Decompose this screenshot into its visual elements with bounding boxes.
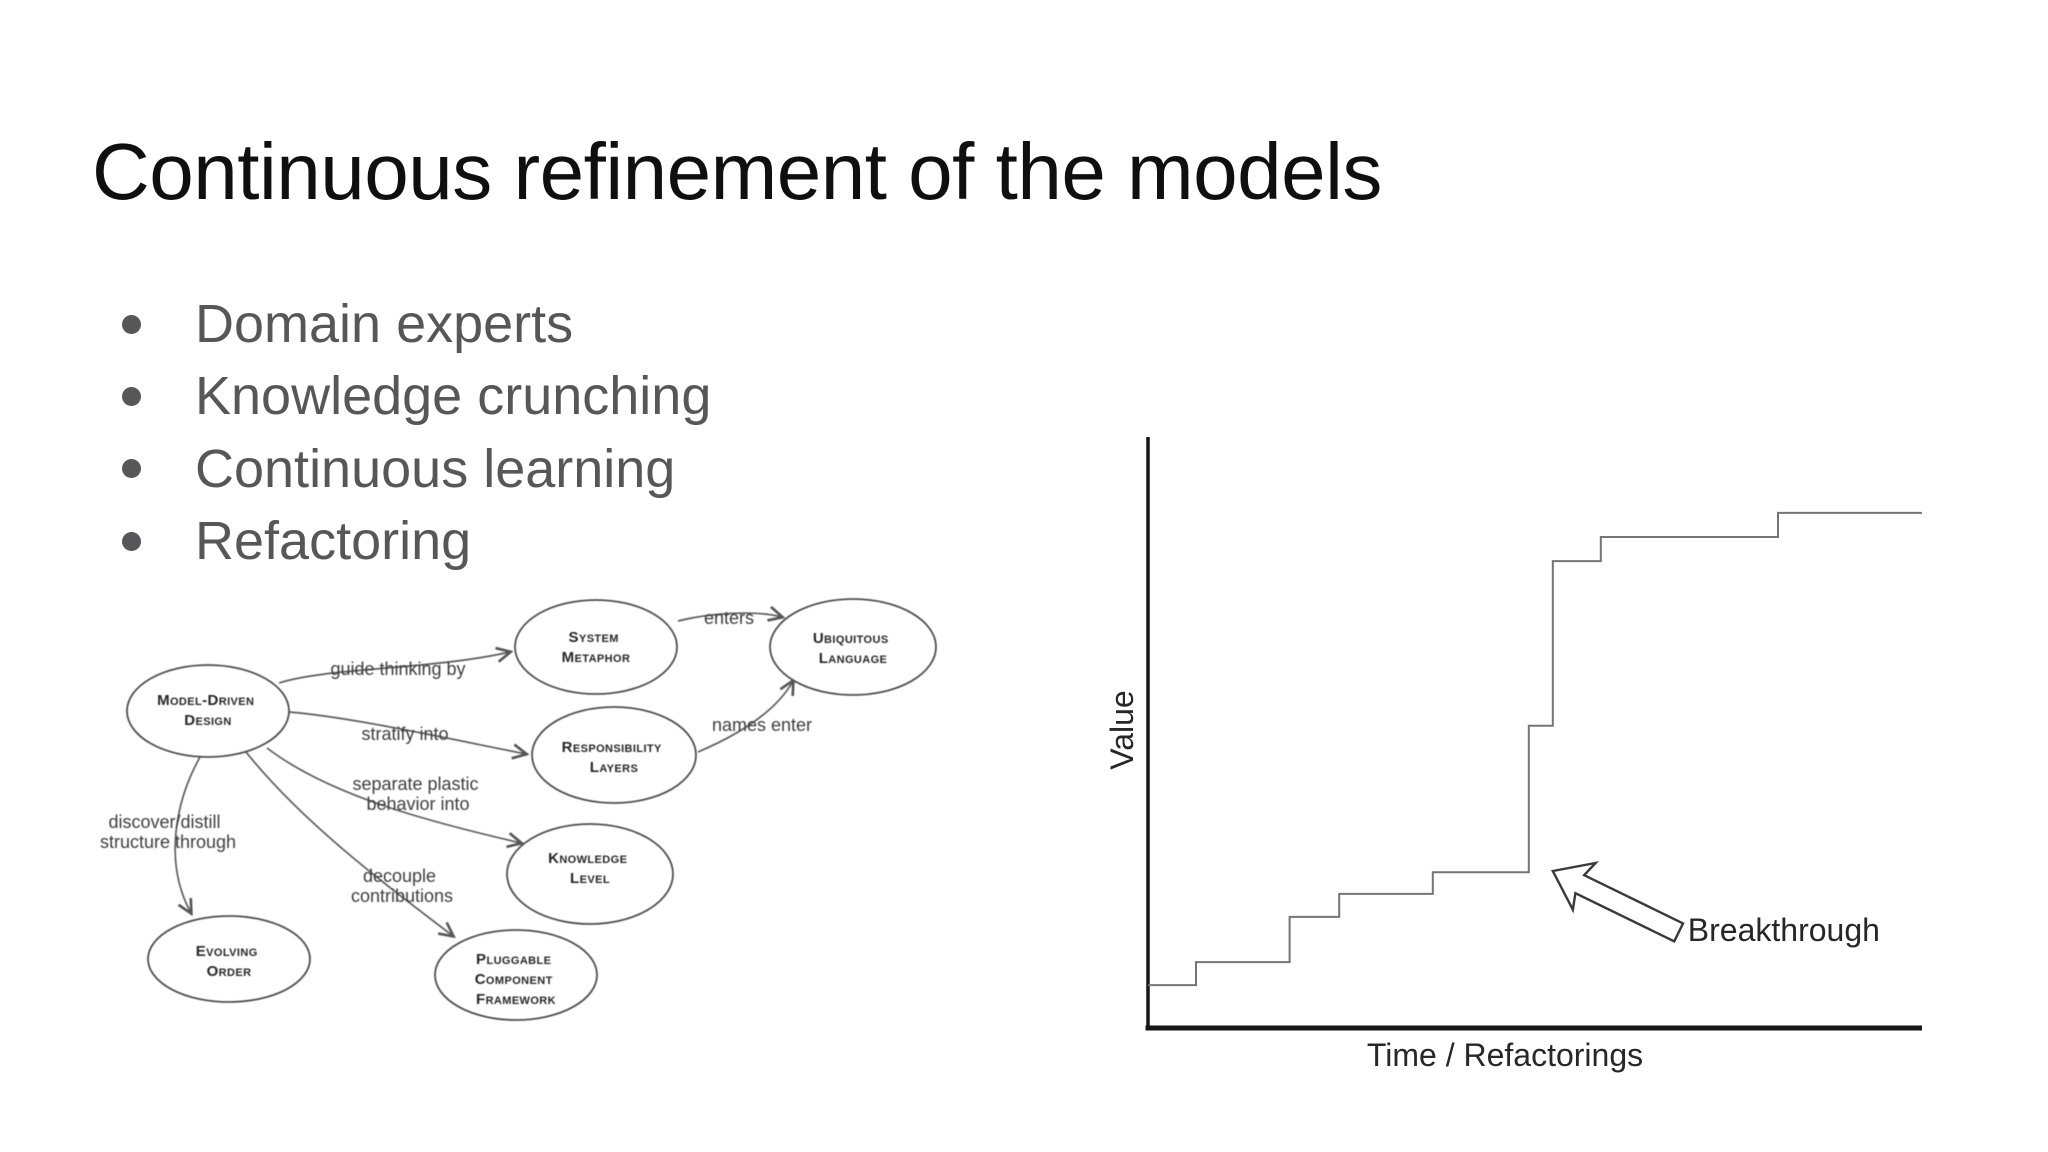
edge-guide-thinking-by xyxy=(278,652,510,684)
node-pluggable-component-framework xyxy=(434,929,598,1021)
bullet-dot-icon xyxy=(122,459,141,479)
edge-names-enter xyxy=(697,681,793,753)
bullet-text: Refactoring xyxy=(195,511,472,572)
bullet-dot-icon xyxy=(122,386,141,406)
page-title: Continuous refinement of the models xyxy=(92,127,1382,216)
edge-discover-distill-structure-through xyxy=(174,756,201,913)
edge-label: discover/distill structure through xyxy=(100,812,236,852)
edge-label: enters xyxy=(704,608,754,628)
bullet-text: Domain experts xyxy=(195,294,574,355)
edge-label: decouple contributions xyxy=(351,866,453,906)
edge-label: stratify into xyxy=(361,724,448,744)
bullet-list: Domain experts Knowledge crunching Conti… xyxy=(122,288,711,577)
edge-separate-plastic-behavior-into xyxy=(266,747,521,843)
edge-enters xyxy=(677,613,782,622)
edge-stratify-into xyxy=(288,711,526,754)
edge-label: separate plastic behavior into xyxy=(352,774,483,814)
bullet-dot-icon xyxy=(122,314,141,334)
node-evolving-order xyxy=(147,915,311,1003)
ddd-concept-diagram: Model-Driven Design System Metaphor Ubiq… xyxy=(100,598,937,1021)
x-axis-label: Time / Refactorings xyxy=(1367,1037,1643,1073)
node-system-metaphor xyxy=(514,599,678,695)
value-step-line xyxy=(1148,511,1922,987)
edge-label: names enter xyxy=(712,715,812,735)
node-model-driven-design xyxy=(126,664,290,758)
node-responsibility-layers xyxy=(531,706,697,804)
list-item: Refactoring xyxy=(122,505,711,577)
node-label: Knowledge Level xyxy=(548,850,632,887)
node-label: Responsibility Layers xyxy=(562,739,667,776)
bullet-dot-icon xyxy=(122,531,141,551)
node-label: Model-Driven Design xyxy=(157,692,259,729)
node-label: Pluggable Component Framework xyxy=(475,951,558,1008)
list-item: Knowledge crunching xyxy=(122,360,711,432)
node-label: System Metaphor xyxy=(562,629,631,666)
bullet-text: Continuous learning xyxy=(195,438,676,499)
list-item: Continuous learning xyxy=(122,433,711,505)
list-item: Domain experts xyxy=(122,288,711,360)
node-ubiquitous-language xyxy=(769,598,937,696)
node-label: Ubiquitous Language xyxy=(813,630,893,667)
y-axis-label: Value xyxy=(1104,690,1140,769)
node-knowledge-level xyxy=(506,823,674,925)
bullet-text: Knowledge crunching xyxy=(195,366,712,427)
value-step-chart: Breakthrough Value Time / Refactorings xyxy=(1104,437,1922,1073)
edge-decouple-contributions xyxy=(245,751,453,936)
node-label: Evolving Order xyxy=(196,943,262,980)
breakthrough-label: Breakthrough xyxy=(1688,912,1880,948)
edge-label: guide thinking by xyxy=(330,659,465,679)
breakthrough-arrow-icon xyxy=(1550,861,1685,943)
